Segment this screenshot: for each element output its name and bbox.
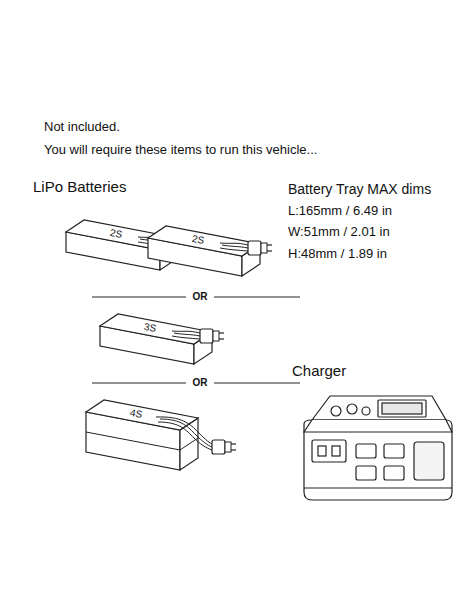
label-text: H:48mm / 1.89 in	[288, 247, 387, 262]
separator-text: OR	[190, 377, 211, 389]
label-text: W:51mm / 2.01 in	[288, 225, 390, 240]
cell-count: 2S	[191, 233, 205, 246]
label-text: You will require these items to run this…	[44, 143, 317, 158]
cell-count: 4S	[129, 407, 143, 420]
cell-count: 3S	[143, 321, 157, 334]
battery-pack: 2S	[109, 228, 123, 240]
cell-count: 2S	[109, 227, 123, 240]
battery-pack: 3S	[143, 322, 157, 334]
label-text: L:165mm / 6.49 in	[288, 204, 392, 219]
label-text: LiPo Batteries	[33, 178, 126, 195]
label-text: Not included.	[44, 120, 120, 135]
battery-pack: 2S	[191, 234, 205, 246]
battery-pack: 4S	[129, 408, 143, 420]
label-text: Charger	[292, 362, 346, 379]
separator-text: OR	[190, 291, 211, 303]
label-text: Battery Tray MAX dims	[288, 181, 431, 197]
